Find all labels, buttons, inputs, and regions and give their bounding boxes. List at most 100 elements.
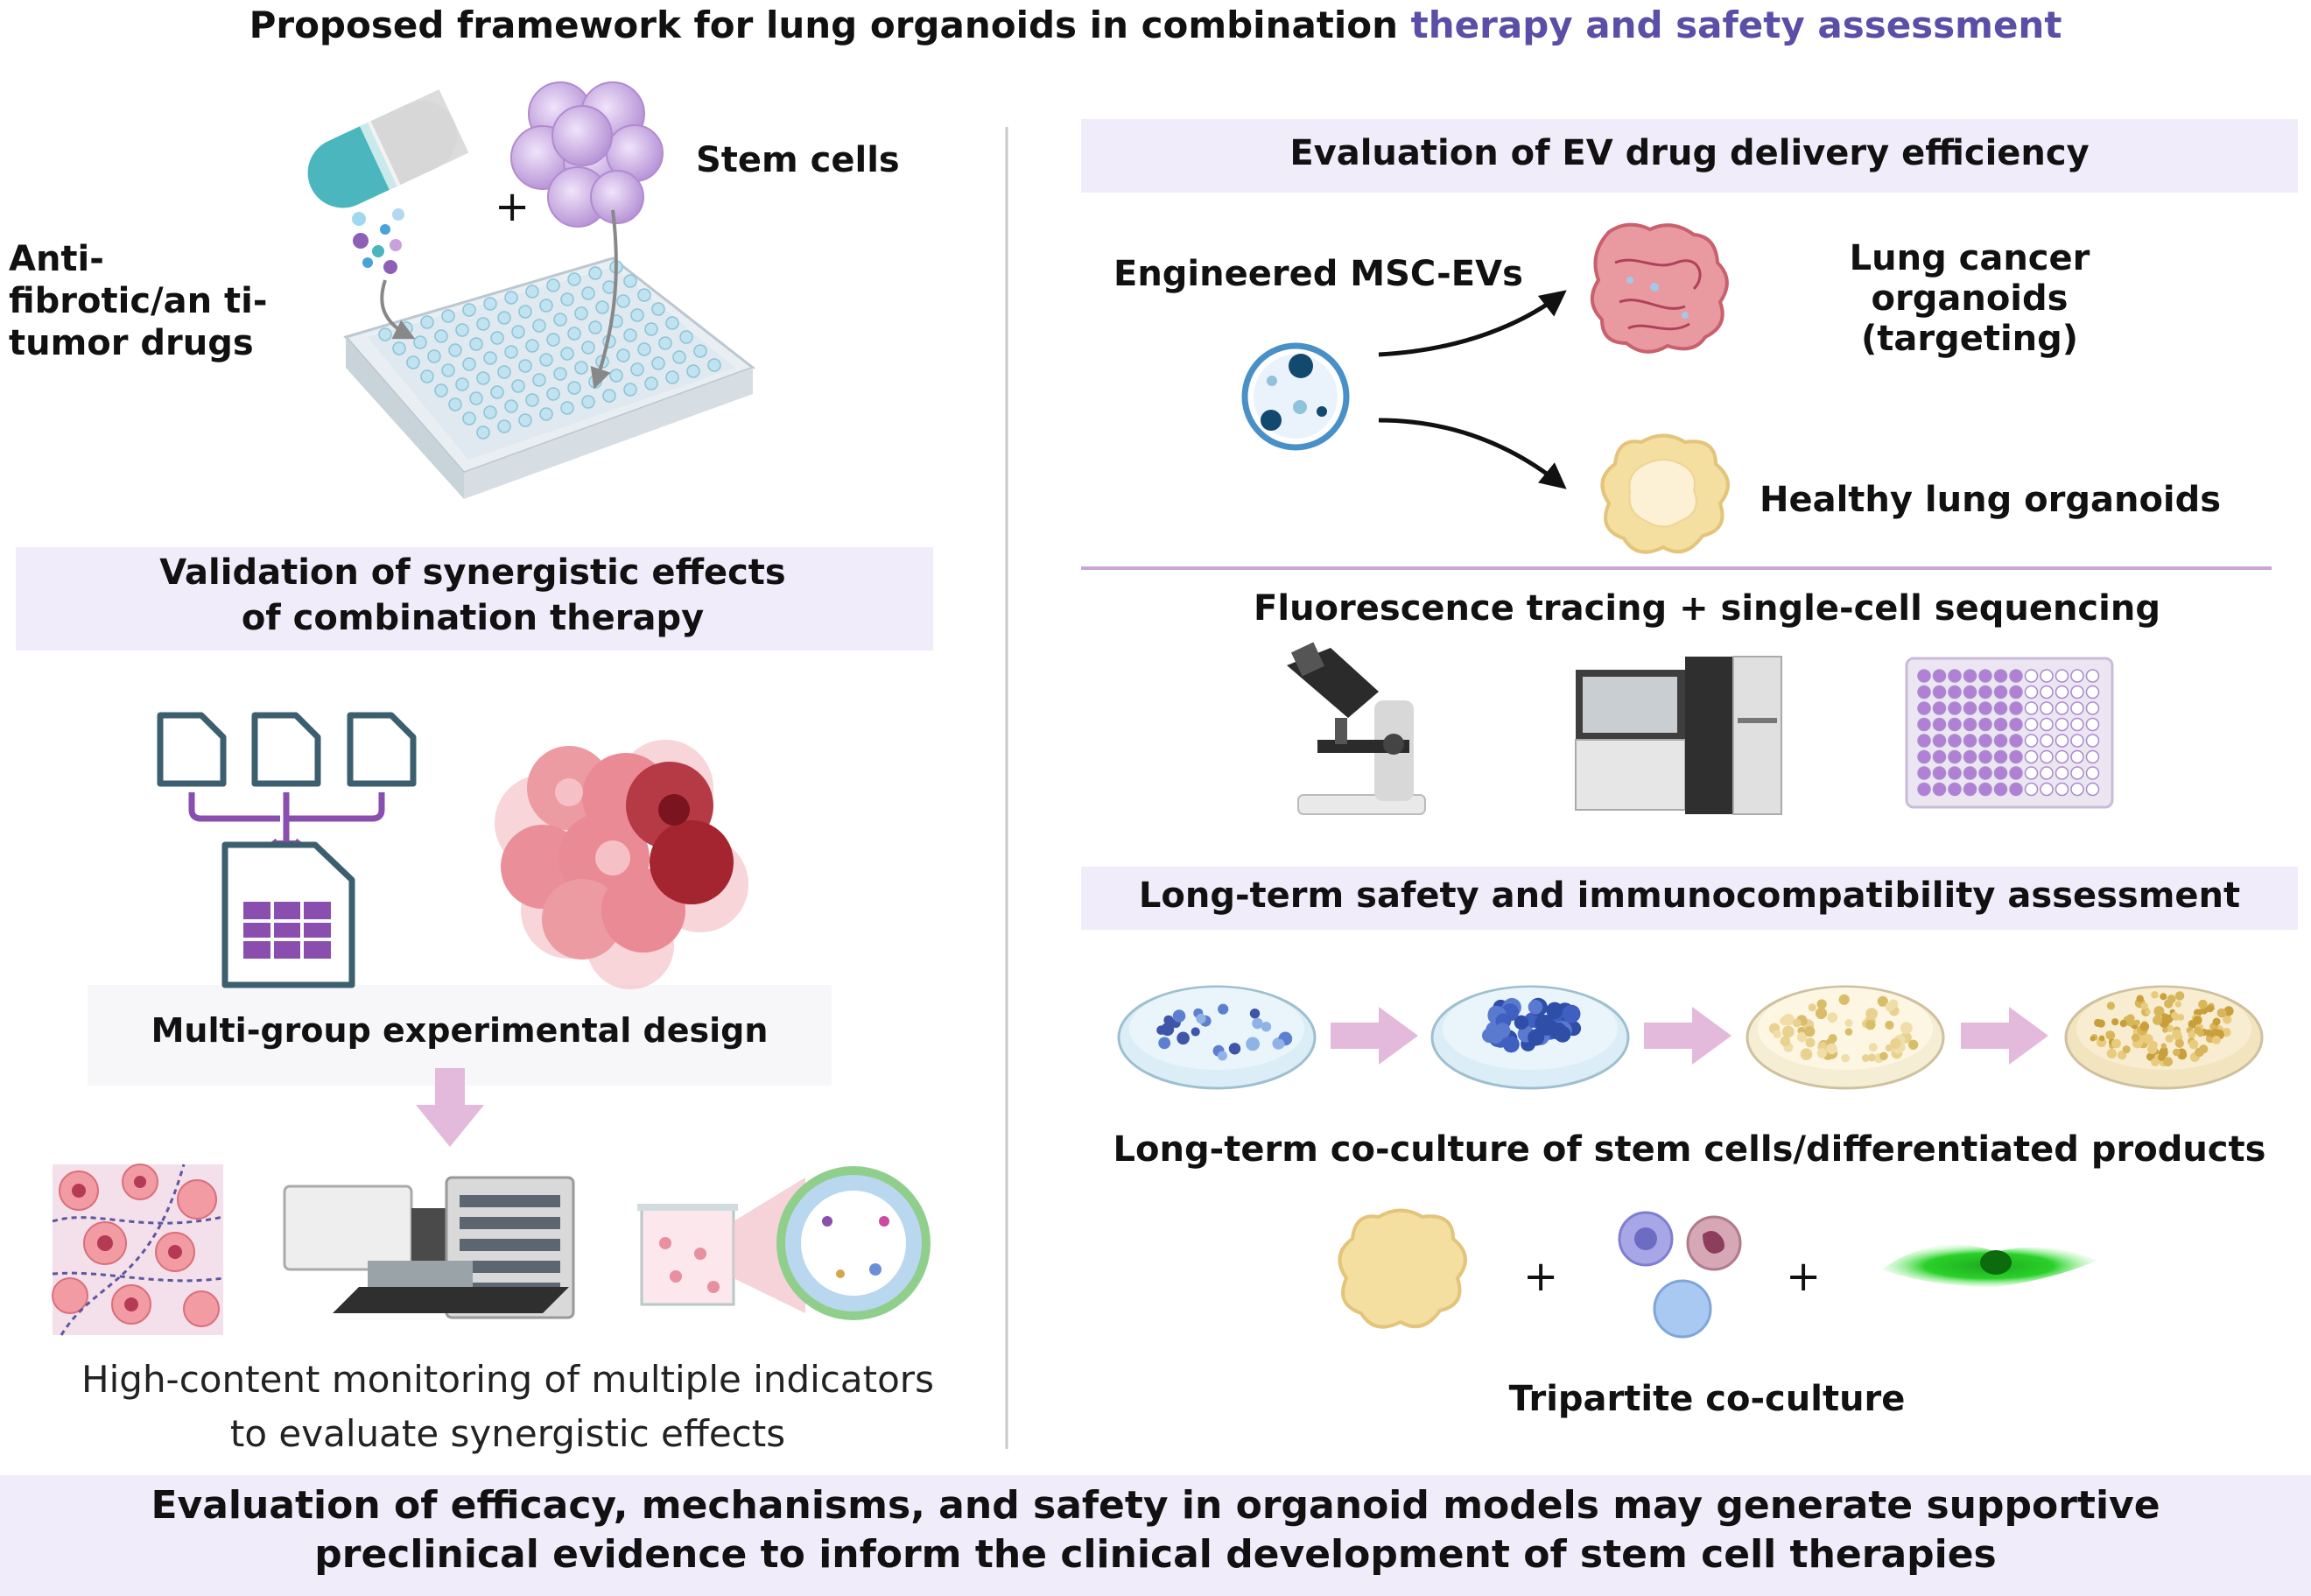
plate-well xyxy=(553,313,567,327)
plate-well xyxy=(490,331,504,345)
cell-dot xyxy=(2188,1030,2196,1039)
drug-particles-icon xyxy=(352,208,404,274)
cell-dot xyxy=(1885,1020,1894,1030)
sequencing-well xyxy=(2009,749,2023,764)
sequencing-well xyxy=(1963,766,1977,780)
cell-dot xyxy=(1885,1044,1893,1052)
validation-band xyxy=(16,547,933,650)
cell-dot xyxy=(2094,1018,2103,1027)
microscope-icon xyxy=(1287,642,1426,815)
sequencing-well xyxy=(1948,734,1962,748)
sequencing-well xyxy=(1917,701,1931,715)
cell-dot xyxy=(1805,1037,1816,1048)
cell-dot xyxy=(2133,1019,2140,1026)
cell-dot xyxy=(2106,1002,2115,1010)
plate-well xyxy=(518,413,532,427)
monitoring-text: High-content monitoring of multiple indi… xyxy=(81,1358,934,1455)
plate-well xyxy=(623,328,637,342)
cell-dot xyxy=(1885,1002,1895,1012)
cell-dot xyxy=(1228,1043,1241,1055)
sequencing-well xyxy=(1932,701,1947,715)
cell-dot xyxy=(2142,1033,2153,1044)
cell-dot xyxy=(2136,995,2144,1002)
cell-dot xyxy=(2211,1035,2221,1044)
fluorescent-cell-icon xyxy=(1882,1244,2097,1287)
cell-dot xyxy=(2198,999,2208,1009)
cell-dot xyxy=(2162,1027,2168,1033)
arrow-to-cancer xyxy=(1378,290,1567,357)
tripartite-label: Tripartite co-culture xyxy=(1508,1379,1906,1419)
cell-dot xyxy=(2216,1008,2227,1018)
plate-well xyxy=(469,337,483,351)
sequencing-well xyxy=(2024,669,2039,683)
plate-well xyxy=(693,344,707,358)
sequencing-well xyxy=(2024,685,2039,700)
sequencing-well xyxy=(2055,782,2069,797)
cell-dot xyxy=(2194,1026,2202,1035)
cell-dot xyxy=(1191,1027,1200,1037)
sequencing-well xyxy=(2085,782,2100,797)
sequencing-well xyxy=(1993,749,2008,764)
sequencing-well xyxy=(1917,734,1931,748)
plate-well xyxy=(546,278,560,292)
cell-dot xyxy=(1867,1053,1876,1062)
sequencing-well xyxy=(1963,717,1977,732)
spreadsheet-icon xyxy=(221,841,355,988)
sequencing-well xyxy=(1932,734,1947,748)
plate-well xyxy=(560,347,574,361)
dish-2-cells xyxy=(1482,997,1582,1053)
plate-well xyxy=(406,355,420,369)
validation-heading: Validation of synergistic effects of com… xyxy=(159,552,786,638)
plate-well xyxy=(588,320,602,334)
plate-well xyxy=(609,369,623,383)
plate-well xyxy=(651,356,665,370)
ev-band xyxy=(1081,119,2298,193)
cell-dot xyxy=(2153,1006,2165,1017)
dish-arrow-2 xyxy=(1644,1007,1731,1065)
cell-dot xyxy=(1826,1043,1837,1055)
sequencing-well xyxy=(1948,717,1962,732)
sequencer-icon xyxy=(1575,656,1782,815)
plate-well xyxy=(504,291,518,305)
sequencing-well xyxy=(1978,734,1992,748)
plate-well xyxy=(637,342,651,356)
cell-dot xyxy=(1816,999,1827,1009)
plate-well xyxy=(539,353,553,367)
cell-dot xyxy=(2111,1018,2119,1026)
sequencing-well xyxy=(2009,734,2023,748)
cell-dot xyxy=(2158,1053,2166,1062)
plate-well xyxy=(497,365,511,379)
cell-dot xyxy=(1773,1030,1782,1039)
sequencing-well xyxy=(2024,749,2039,764)
cell-dot xyxy=(1535,1014,1553,1033)
cell-dot xyxy=(1800,1048,1813,1060)
sequencing-well xyxy=(1963,701,1977,715)
cell-dot xyxy=(2174,991,2185,1001)
sequencing-well xyxy=(2070,782,2084,797)
down-arrow xyxy=(416,1068,484,1147)
cell-dot xyxy=(2106,1048,2117,1059)
plate-well xyxy=(511,379,525,393)
cell-dot xyxy=(2153,1015,2163,1025)
sequencing-well xyxy=(1948,701,1962,715)
sequencing-well xyxy=(1963,782,1977,797)
cell-dot xyxy=(1782,1013,1795,1026)
plate-well xyxy=(483,405,497,419)
sequencing-well xyxy=(1948,685,1962,700)
cell-dot xyxy=(1275,1038,1285,1050)
cell-dot xyxy=(1502,1036,1520,1053)
cell-dot xyxy=(1514,1015,1529,1030)
cell-dot xyxy=(1827,1012,1838,1023)
immune-cells-icon xyxy=(1618,1211,1742,1339)
cell-dot xyxy=(1218,1003,1229,1015)
plate-well xyxy=(651,302,665,316)
plate-well xyxy=(462,411,476,425)
plate-well xyxy=(525,393,539,407)
plate-well xyxy=(581,286,595,300)
plate-well xyxy=(462,303,476,317)
plate-well xyxy=(581,395,595,409)
cell-dot xyxy=(1865,1008,1878,1020)
sequencing-well xyxy=(1932,717,1947,732)
cell-dot xyxy=(2173,1048,2181,1057)
cell-dot xyxy=(2161,1013,2168,1020)
